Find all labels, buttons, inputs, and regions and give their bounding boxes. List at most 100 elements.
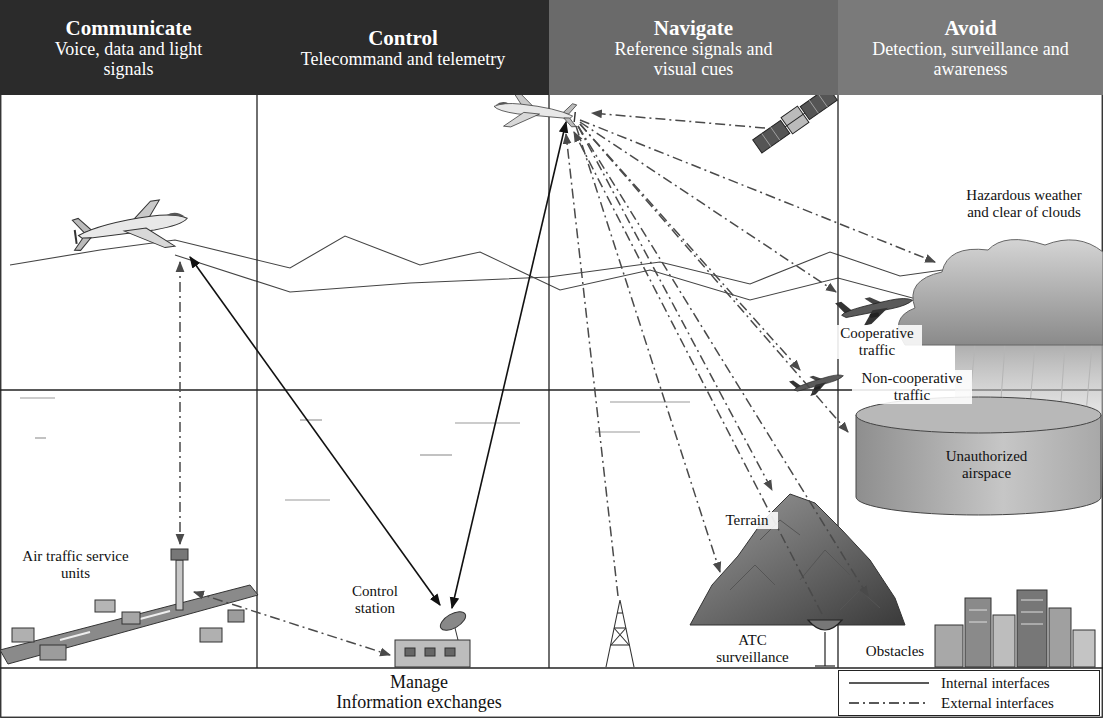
building-obstacles	[935, 590, 1095, 667]
building-obstacles	[965, 598, 991, 667]
radio-tower	[614, 627, 626, 628]
callout-label: ATC surveillance	[705, 632, 800, 666]
satellite	[762, 134, 771, 147]
airspace-cylinder: Unauthorized airspace	[850, 395, 1103, 517]
node-title: Control	[368, 26, 438, 50]
terrain-mountain	[690, 494, 905, 625]
legend-sample	[849, 678, 929, 688]
satellite	[752, 85, 839, 154]
satellite	[762, 94, 828, 147]
external-interface-line	[180, 113, 935, 655]
control-station	[445, 648, 455, 656]
sky-dash	[300, 419, 322, 420]
external-interface-line	[580, 124, 848, 432]
node-subtitle: Detection, surveillance and awareness	[871, 40, 1071, 80]
node-title: Navigate	[654, 16, 733, 40]
airport	[60, 632, 90, 640]
building-obstacles	[993, 615, 1015, 667]
sky-dash	[595, 431, 640, 432]
satellite	[809, 100, 818, 113]
sky-dash	[20, 398, 690, 500]
legend-row: External interfaces	[849, 693, 1099, 713]
terrain-mountain	[690, 494, 905, 625]
radio-tower	[617, 612, 623, 613]
control-station	[425, 648, 435, 656]
internal-interface-line	[190, 122, 566, 608]
grid-line	[256, 95, 257, 668]
control-station	[455, 628, 458, 640]
legend-text: External interfaces	[941, 695, 1054, 712]
airport	[176, 560, 183, 610]
callout-label: Obstacles	[856, 643, 934, 660]
header-band: CommunicateVoice, data and light signals	[0, 0, 257, 95]
uav-top	[492, 91, 579, 134]
internal-interface-line	[452, 122, 566, 608]
legend-text: Internal interfaces	[941, 675, 1050, 692]
legend-line-sample	[849, 682, 929, 684]
building-obstacles	[1017, 590, 1047, 667]
control-station	[395, 640, 470, 667]
storm-cloud	[898, 240, 1103, 345]
external-interface-line	[580, 122, 836, 292]
terrain-mountain	[730, 520, 880, 610]
header-band: NavigateReference signals and visual cue…	[549, 0, 838, 95]
building-obstacles	[969, 622, 987, 623]
header-band: ControlTelecommand and telemetry	[257, 0, 549, 95]
sky-dash	[610, 401, 690, 402]
atc-radar	[824, 632, 825, 666]
satellite	[785, 113, 805, 127]
manage-band: ManageInformation exchanges	[0, 668, 838, 718]
building-obstacles	[969, 600, 1043, 624]
external-interface-line	[580, 120, 935, 262]
node-title: Unauthorized airspace	[932, 448, 1042, 482]
legend-line-sample	[849, 702, 929, 704]
airport	[40, 645, 66, 660]
building-obstacles	[969, 610, 987, 611]
node-title: Avoid	[944, 16, 996, 40]
grid-line	[548, 95, 549, 668]
callout-label: Air traffic service units	[8, 548, 143, 582]
atc-radar	[815, 665, 835, 666]
node-subtitle: Reference signals and visual cues	[614, 40, 774, 80]
control-station	[437, 608, 468, 634]
building-obstacles	[1021, 624, 1043, 625]
airport	[171, 549, 188, 560]
callout-label: Cooperative traffic	[832, 325, 922, 359]
external-interface-line	[578, 126, 868, 596]
header-band: AvoidDetection, surveillance and awarene…	[838, 0, 1103, 95]
internal-interface-line	[190, 257, 440, 605]
external-interface-line	[576, 126, 720, 572]
callout-label: Control station	[338, 583, 412, 617]
building-obstacles	[1021, 612, 1043, 613]
airport	[228, 610, 244, 622]
building-obstacles	[935, 625, 963, 667]
callout-label: Terrain	[716, 512, 778, 529]
sky-dash	[285, 499, 330, 500]
airport	[122, 612, 140, 624]
airport	[0, 585, 258, 664]
control-station	[395, 608, 470, 667]
satellite	[771, 127, 780, 140]
non-cooperative-aircraft	[789, 367, 846, 401]
airport	[12, 628, 34, 642]
callout-label: Non-cooperative traffic	[852, 370, 972, 404]
callout-label: Hazardous weather and clear of clouds	[958, 187, 1090, 221]
airport	[140, 611, 170, 619]
legend-sample	[849, 698, 929, 708]
radio-tower	[606, 600, 634, 667]
airport	[0, 549, 258, 664]
radio-tower	[611, 644, 629, 645]
building-obstacles	[1021, 600, 1043, 601]
node-subtitle: Telecommand and telemetry	[301, 50, 506, 70]
building-obstacles	[1049, 608, 1071, 667]
radio-tower	[606, 600, 634, 667]
legend-row: Internal interfaces	[849, 673, 1099, 693]
control-station	[405, 648, 415, 656]
legend-box: Internal interfacesExternal interfaces	[838, 670, 1100, 716]
sky-dash	[35, 437, 46, 438]
building-obstacles	[1073, 630, 1095, 667]
node-subtitle: Information exchanges	[336, 693, 501, 713]
terrain-mountain	[730, 565, 775, 590]
